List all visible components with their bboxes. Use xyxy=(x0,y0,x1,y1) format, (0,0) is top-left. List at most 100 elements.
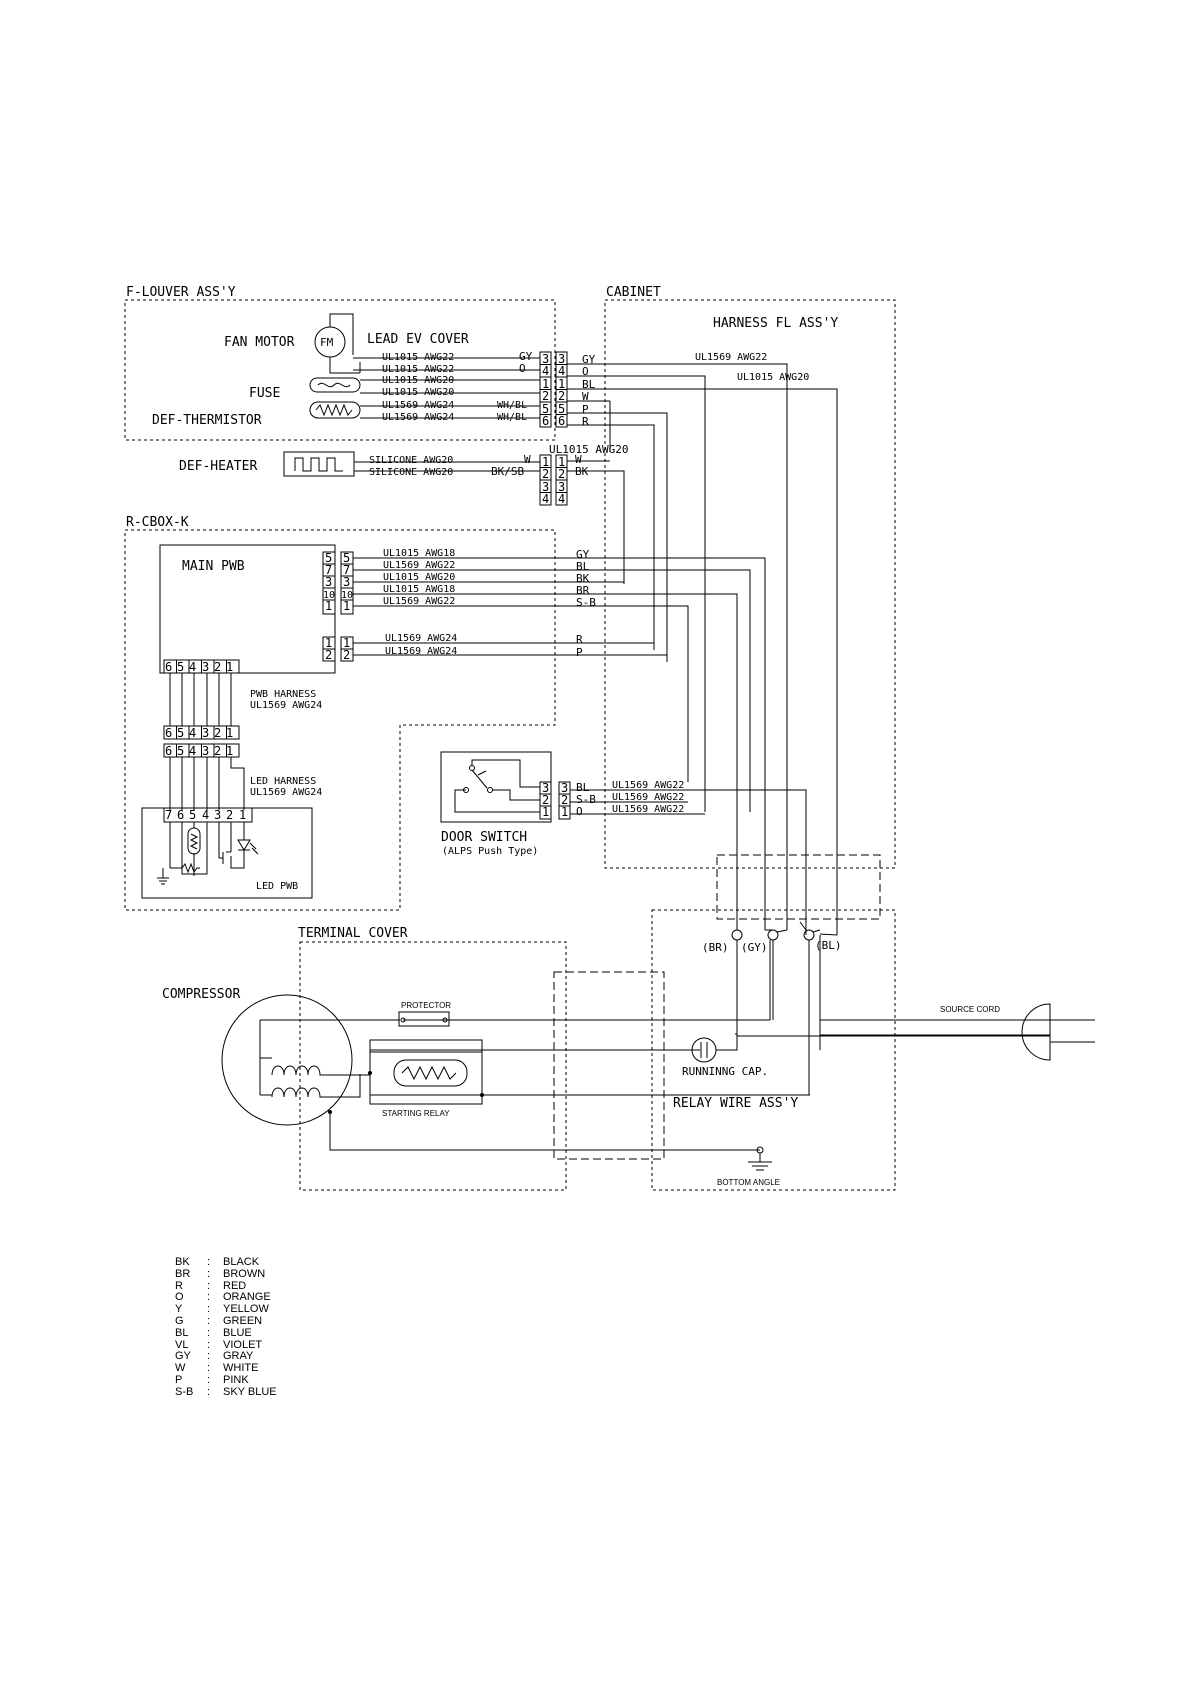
pwb6-low-pin-5: 2 xyxy=(214,744,221,758)
fuse-icon xyxy=(309,377,361,393)
legend-separator: : xyxy=(207,1291,211,1304)
legend-code: VL xyxy=(175,1338,189,1351)
relay-wires xyxy=(369,1040,810,1096)
pwb6-mid-pin-4: 3 xyxy=(202,726,209,740)
legend-separator: : xyxy=(207,1326,211,1339)
starting-relay-frame xyxy=(369,1051,483,1096)
door-spec-2: UL1569 AWG22 xyxy=(612,792,684,803)
fan-motor-leads xyxy=(329,313,360,374)
heater-out-wires xyxy=(567,460,625,584)
source-cord-wires xyxy=(736,1034,1050,1037)
heater-pin-a4: 4 xyxy=(542,492,549,506)
relay-dashed-box xyxy=(553,971,665,1160)
legend-separator: : xyxy=(207,1256,211,1268)
legend-name: SKY BLUE xyxy=(223,1385,277,1398)
heater-pin-b4: 4 xyxy=(558,492,565,506)
pwb-upper-wires xyxy=(353,557,766,930)
pwb6-low-pin-2: 5 xyxy=(177,744,184,758)
pwb6-header-top xyxy=(163,659,240,674)
pwb-low-pin-b1: 1 xyxy=(343,636,350,650)
lead-pin-b6: 6 xyxy=(558,414,565,428)
starting-relay-label: STARTING RELAY xyxy=(382,1109,450,1118)
legend-code: S-B xyxy=(175,1385,194,1398)
pwb-pin-b5: 1 xyxy=(343,599,350,613)
compressor-icon xyxy=(221,994,353,1126)
pwb-pin-a4: 10 xyxy=(323,590,335,601)
lead-wire-color-1: GY xyxy=(519,350,533,363)
led7-header xyxy=(163,807,253,823)
lead-pin-b3: 1 xyxy=(558,377,565,391)
plug-icon xyxy=(1021,1003,1051,1061)
legend-separator: : xyxy=(207,1314,211,1327)
lead-pin-b2: 4 xyxy=(558,364,565,378)
legend-code: R xyxy=(175,1279,183,1292)
def-thermistor-label: DEF-THERMISTOR xyxy=(152,413,262,428)
pwb-pin-a2: 7 xyxy=(325,563,332,577)
pwb-harness-spec: UL1569 AWG24 xyxy=(250,700,322,711)
fuse-label: FUSE xyxy=(249,386,280,401)
pwb-pin-a3: 3 xyxy=(325,575,332,589)
lead-wire-spec-4: UL1015 AWG20 xyxy=(382,387,454,398)
relay-wire-label: RELAY WIRE ASS'Y xyxy=(673,1096,798,1111)
lead-wire-color-5: WH/BL xyxy=(497,400,527,411)
heater-wire-spec-2: SILICONE AWG20 xyxy=(369,467,453,478)
rcbox-label: R-CBOX-K xyxy=(126,515,189,530)
door-pin-a3: 1 xyxy=(542,805,549,819)
led-harness-spec: UL1569 AWG24 xyxy=(250,787,322,798)
legend-code: GY xyxy=(175,1350,191,1363)
door-spec-3: UL1569 AWG22 xyxy=(612,804,684,815)
junction-dashed-box xyxy=(716,854,881,920)
heater-pin-b2: 2 xyxy=(558,467,565,481)
legend-code: Y xyxy=(175,1303,183,1316)
compressor-windings xyxy=(259,1019,760,1151)
pwb-lower-connector xyxy=(322,636,354,662)
pwb6-low-pin-3: 4 xyxy=(189,744,196,758)
pwb-low-pin-a1: 1 xyxy=(325,636,332,650)
harness-color-2: O xyxy=(582,365,589,378)
led7-pin-labels: 7 6 5 4 3 2 1 xyxy=(165,808,246,822)
lead-pin-a1: 3 xyxy=(542,352,549,366)
legend-name: RED xyxy=(223,1279,247,1292)
heater-wires xyxy=(354,461,540,472)
legend-row: BK:BLACK xyxy=(175,1256,277,1269)
legend-name: GREEN xyxy=(223,1314,263,1327)
pwb-pin-b4: 10 xyxy=(341,590,353,601)
harness-fl-wires xyxy=(567,363,838,935)
terminal-br-label: (BR) xyxy=(702,941,729,954)
pwb6-top-pin-1: 6 xyxy=(165,660,172,674)
door-pin-a2: 2 xyxy=(542,793,549,807)
pwb-lower-color-1: R xyxy=(576,633,583,646)
thermistor-element xyxy=(315,403,353,417)
legend-name: ORANGE xyxy=(223,1291,271,1304)
flouver-box xyxy=(124,299,556,441)
lead-wire-color-6: WH/BL xyxy=(497,412,527,423)
cabinet-box xyxy=(604,299,896,869)
legend-separator: : xyxy=(207,1385,211,1398)
relay-coil-icon xyxy=(393,1059,468,1087)
lead-ev-label: LEAD EV COVER xyxy=(367,332,469,347)
fan-motor-label: FAN MOTOR xyxy=(224,335,295,350)
lead-pin-a3: 1 xyxy=(542,377,549,391)
legend-row: G: GREEN xyxy=(175,1314,277,1328)
legend-row: VL:VIOLET xyxy=(175,1338,277,1352)
legend-row: S-B: SKY BLUE xyxy=(175,1385,277,1399)
harness-color-4: W xyxy=(582,390,589,403)
terminal-gy-label: (GY) xyxy=(741,941,768,954)
pwb6-top-pin-2: 5 xyxy=(177,660,184,674)
lead-pin-a2: 4 xyxy=(542,364,549,378)
pwb-upper-spec-2: UL1569 AWG22 xyxy=(383,560,455,571)
lead-pin-a6: 6 xyxy=(542,414,549,428)
heater-icon xyxy=(283,451,355,477)
door-pin-b3: 1 xyxy=(561,805,568,819)
pwb6-low-pin-1: 6 xyxy=(165,744,172,758)
pwb-pin-b3: 3 xyxy=(343,575,350,589)
heater-pin-b3: 3 xyxy=(558,480,565,494)
pwb-upper-spec-1: UL1015 AWG18 xyxy=(383,548,455,559)
legend-row: O:ORANGE xyxy=(175,1292,277,1304)
heater-pin-a3: 3 xyxy=(542,480,549,494)
protector-icon xyxy=(398,1011,450,1027)
fm-label: FM xyxy=(320,336,334,349)
legend-code: G xyxy=(175,1314,184,1327)
pwb6-mid-pin-2: 5 xyxy=(177,726,184,740)
main-pwb-label: MAIN PWB xyxy=(182,559,245,574)
